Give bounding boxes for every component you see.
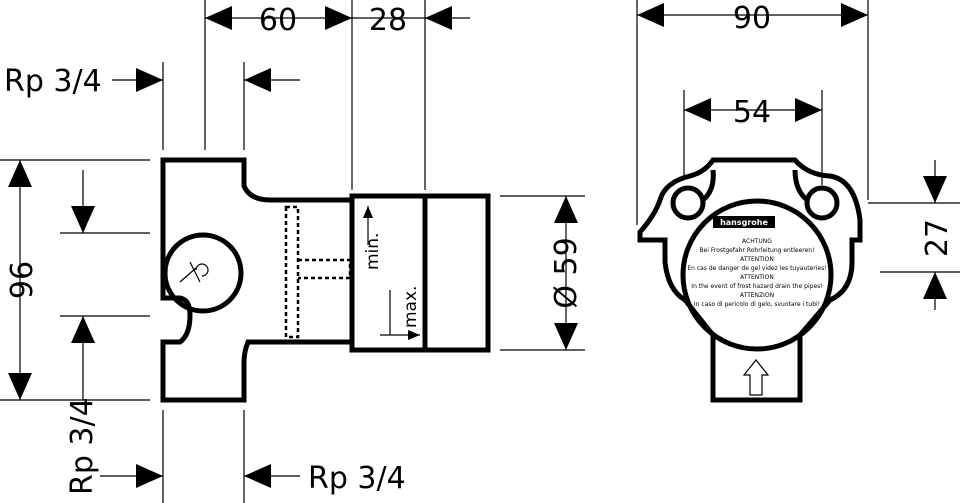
port-left bbox=[670, 185, 706, 221]
dim-front-width: 90 bbox=[733, 1, 771, 36]
side-view: 60 28 Rp 3/4 96 Rp 3/4 Rp 3/4 Ø 59 bbox=[0, 0, 585, 503]
dim-diameter: Ø 59 bbox=[549, 237, 584, 308]
port-symbol-icon bbox=[179, 261, 209, 283]
port-label-bottom-left: Rp 3/4 bbox=[65, 397, 100, 495]
warning-line-7: In caso di pericolo di gelo, svuotare i … bbox=[694, 301, 820, 308]
port-right bbox=[804, 185, 840, 221]
dim-height: 96 bbox=[5, 261, 40, 299]
port-label-bottom-right: Rp 3/4 bbox=[308, 461, 406, 496]
label-min: min. bbox=[363, 233, 383, 270]
dim-port-spacing: 54 bbox=[733, 95, 771, 130]
warning-label-disc bbox=[680, 198, 834, 352]
warning-line-3: En cas de danger de gel videz les tuyaut… bbox=[687, 265, 826, 272]
spindle-dashed bbox=[284, 205, 300, 339]
warning-line-0: ACHTUNG bbox=[742, 238, 772, 245]
port-circle bbox=[162, 232, 244, 314]
side-view-body bbox=[160, 157, 491, 403]
dim-depth-top: 28 bbox=[369, 3, 407, 38]
dim-width-top: 60 bbox=[259, 3, 297, 38]
spindle-stem-dashed bbox=[298, 258, 352, 280]
warning-line-5: In the event of frost hazard drain the p… bbox=[691, 283, 822, 290]
warning-line-2: ATTENTION bbox=[740, 256, 774, 263]
label-max: max. bbox=[401, 286, 421, 328]
warning-line-6: ATTENZION bbox=[740, 292, 774, 299]
port-label-top-left: Rp 3/4 bbox=[4, 64, 102, 99]
warning-line-4: ATTENTION bbox=[740, 274, 774, 281]
front-view-body bbox=[637, 157, 863, 403]
warning-line-1: Bei Frostgefahr Rohrleitung entleeren! bbox=[699, 247, 814, 254]
brand-logo: hansgrohe bbox=[720, 218, 768, 227]
dim-port-offset: 27 bbox=[920, 219, 955, 257]
front-view: hansgrohe ACHTUNG Bei Frostgefahr Rohrle… bbox=[636, 0, 960, 403]
flow-arrow-icon bbox=[742, 359, 770, 396]
